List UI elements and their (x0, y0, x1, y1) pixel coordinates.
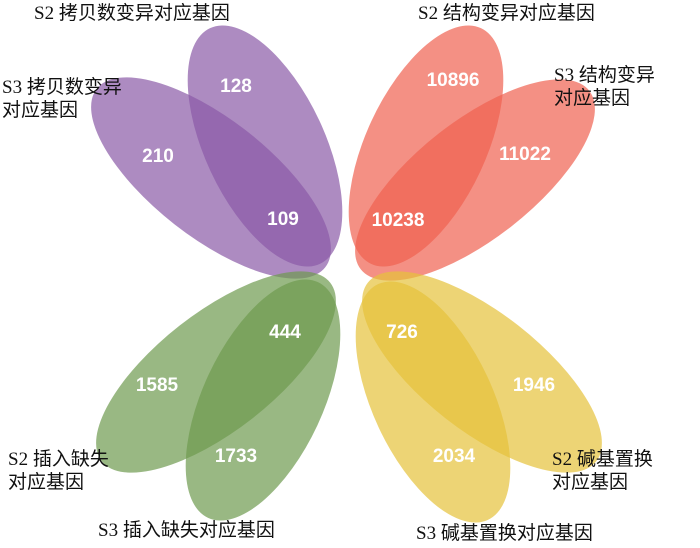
count-s3-cnv-only: 210 (142, 146, 174, 167)
count-s2-cnv-only: 128 (220, 76, 252, 97)
label-s2-snv: S2 碱基置换 对应基因 (552, 449, 653, 493)
label-s3-indel: S3 插入缺失对应基因 (98, 520, 275, 541)
count-s3-indel-only: 1733 (215, 446, 257, 467)
label-s3-snv: S3 碱基置换对应基因 (416, 523, 593, 544)
label-s2-cnv: S2 拷贝数变异对应基因 (34, 3, 230, 24)
label-s3-sv: S3 结构变异 对应基因 (554, 65, 655, 109)
label-s3-cnv: S3 拷贝数变异 对应基因 (2, 77, 122, 121)
count-s2-snv-only: 1946 (513, 375, 555, 396)
count-s3-sv-only: 11022 (499, 144, 551, 165)
count-indel-shared: 444 (269, 322, 301, 343)
count-s2-indel-only: 1585 (136, 375, 179, 396)
label-s2-indel: S2 插入缺失 对应基因 (8, 449, 109, 493)
petal-s3-sv (355, 79, 595, 281)
petal-s3-snv (355, 281, 511, 523)
petal-s3-indel (185, 279, 341, 521)
cnv-petals (91, 25, 343, 279)
count-sv-shared: 10238 (372, 210, 425, 231)
sv-petals (348, 25, 595, 281)
count-s2-sv-only: 10896 (427, 70, 480, 91)
petal-s3-cnv (91, 77, 331, 279)
snv-petals (355, 271, 602, 523)
indel-petals (96, 271, 341, 521)
count-snv-shared: 726 (386, 322, 418, 343)
count-cnv-shared: 109 (267, 209, 299, 230)
label-s2-sv: S2 结构变异对应基因 (418, 3, 595, 24)
count-s3-snv-only: 2034 (433, 446, 476, 467)
